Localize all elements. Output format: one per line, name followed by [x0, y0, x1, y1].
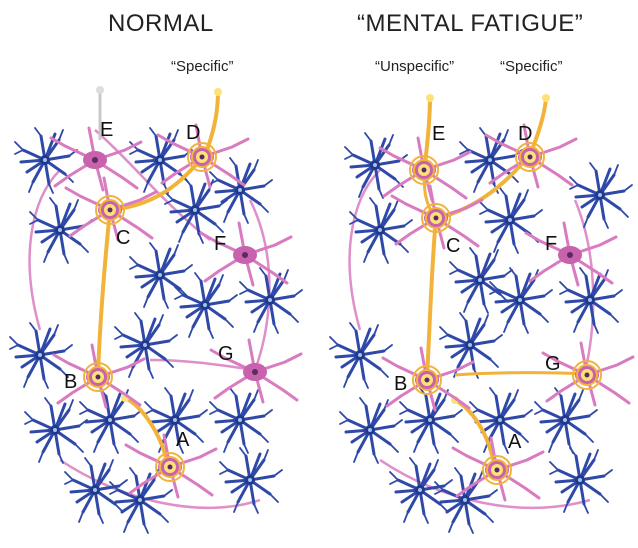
label-f-fatigue: F [545, 233, 557, 255]
label-f-normal: F [214, 233, 226, 255]
neuron-a-fatigue [453, 438, 543, 500]
panel-mental-fatigue: A B C D E F G [330, 94, 633, 533]
label-e-normal: E [100, 119, 113, 141]
neuron-d-normal [158, 125, 248, 187]
label-d-normal: D [186, 122, 200, 144]
label-d-fatigue: D [518, 123, 532, 145]
neuron-c-normal [66, 178, 156, 240]
label-g-fatigue: G [545, 353, 561, 375]
label-b-fatigue: B [394, 373, 407, 395]
label-b-normal: B [64, 371, 77, 393]
neuron-c-fatigue [392, 186, 482, 248]
label-a-fatigue: A [508, 431, 522, 453]
label-a-normal: A [176, 429, 190, 451]
label-c-normal: C [116, 227, 130, 249]
label-e-fatigue: E [432, 123, 445, 145]
label-c-fatigue: C [446, 235, 460, 257]
neuron-a-normal [126, 435, 216, 497]
panel-normal: A B C D E F G [10, 86, 302, 533]
neuron-e-normal [51, 128, 141, 190]
glia-cells-fatigue [330, 128, 632, 533]
label-g-normal: G [218, 343, 234, 365]
neuron-f-fatigue [526, 223, 616, 285]
